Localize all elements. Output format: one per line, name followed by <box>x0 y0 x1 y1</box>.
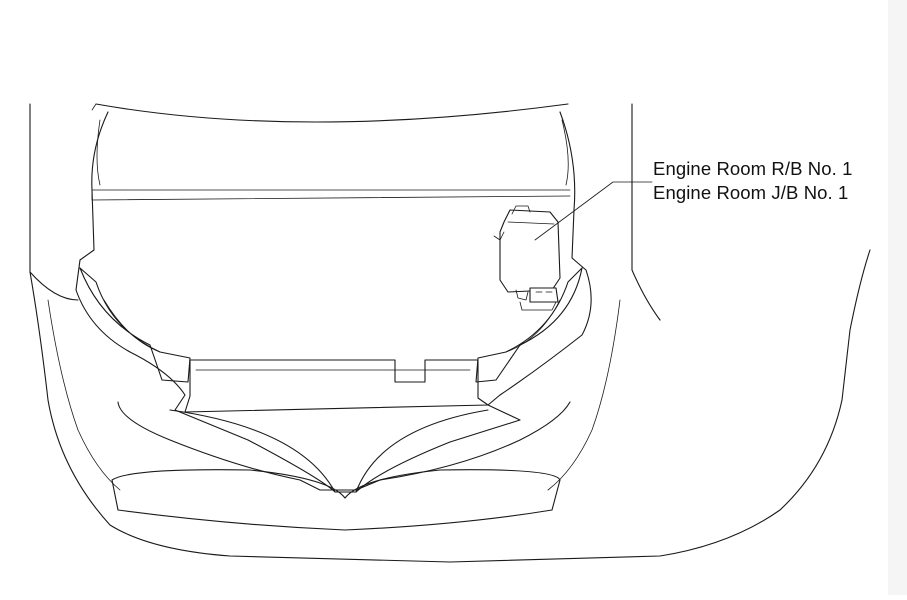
callout-label-jb: Engine Room J/B No. 1 <box>653 182 849 203</box>
fender-lines <box>47 299 621 491</box>
headlamp-right <box>475 267 583 383</box>
callout-label-rb: Engine Room R/B No. 1 <box>653 158 853 179</box>
vehicle-front-illustration <box>29 103 871 563</box>
headlamp-left <box>79 267 191 383</box>
vehicle-engine-room-diagram <box>29 103 871 563</box>
body-outline <box>29 103 871 563</box>
hood-opening <box>75 111 592 493</box>
right-gutter <box>888 0 907 595</box>
engine-room-relay-block <box>493 205 561 311</box>
cowl-outline <box>91 103 569 123</box>
radiator-support <box>184 359 489 413</box>
callout-leader <box>534 181 653 241</box>
front-bumper <box>111 401 571 531</box>
